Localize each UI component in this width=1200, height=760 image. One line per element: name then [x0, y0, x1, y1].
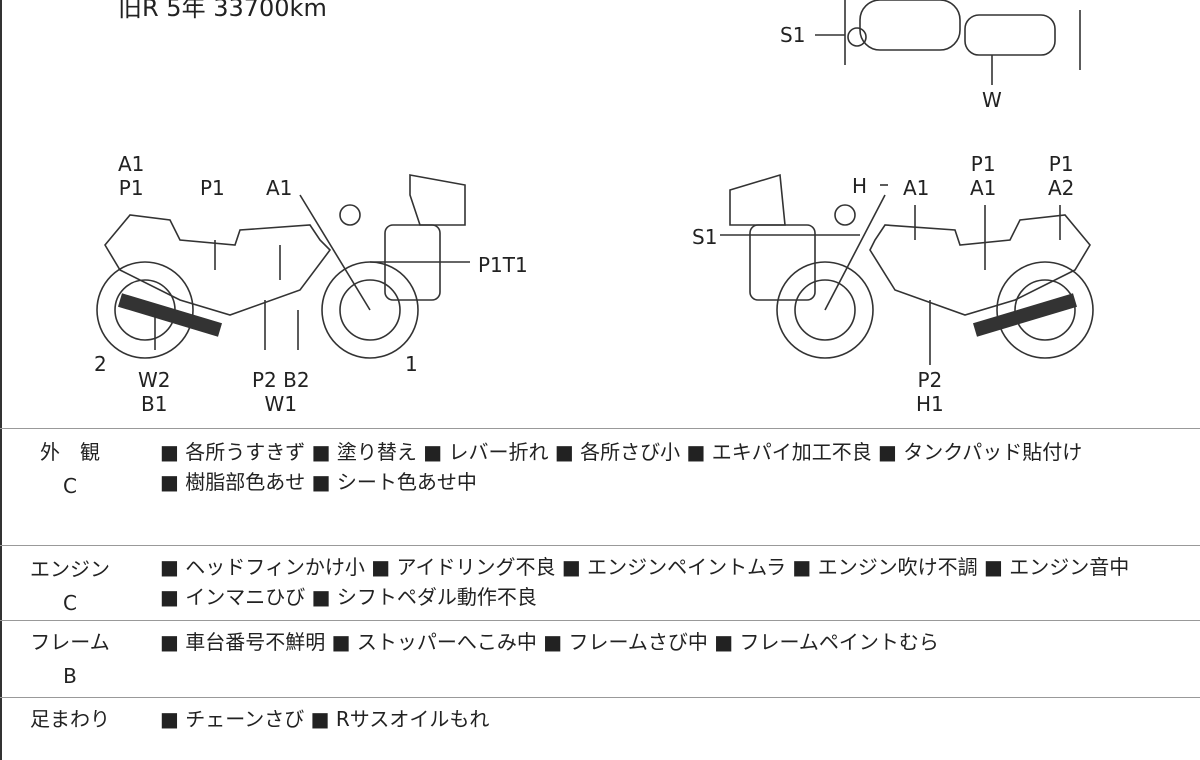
damage-label: A1 [266, 176, 293, 200]
damage-label: P2 B2 W1 [252, 368, 310, 416]
issue-line: ■ 車台番号不鮮明 ■ ストッパーへこみ中 ■ フレームさび中 ■ フレームペイ… [160, 630, 939, 654]
issue-line: ■ チェーンさび ■ Rサスオイルもれ [160, 707, 490, 731]
section-suspension: 足まわり ■ チェーンさび ■ Rサスオイルもれ [0, 697, 1200, 738]
damage-label: S1 [692, 225, 718, 249]
section-exterior: 外 観 C ■ 各所うすきず ■ 塗り替え ■ レバー折れ ■ 各所さび小 ■ … [0, 428, 1200, 546]
section-grade: C [63, 474, 77, 498]
damage-label: P1T1 [478, 253, 528, 277]
left-view-motorcycle [96, 174, 470, 359]
section-name: エンジン [30, 557, 110, 581]
damage-label: 1 [405, 352, 418, 376]
damage-label: H [852, 174, 868, 198]
issue-line: ■ ヘッドフィンかけ小 ■ アイドリング不良 ■ エンジンペイントムラ ■ エン… [160, 555, 1130, 579]
section-name: 外 観 [40, 440, 100, 464]
damage-label: A1 [903, 176, 930, 200]
label-w-top: W [982, 88, 1002, 112]
section-engine: エンジン C ■ ヘッドフィンかけ小 ■ アイドリング不良 ■ エンジンペイント… [0, 545, 1200, 621]
damage-label: P1 A1 [970, 152, 997, 200]
top-view-motorcycle [815, 0, 1081, 85]
issue-line: ■ 各所うすきず ■ 塗り替え ■ レバー折れ ■ 各所さび小 ■ エキパイ加工… [160, 440, 1083, 464]
issue-line: ■ 樹脂部色あせ ■ シート色あせ中 [160, 470, 477, 494]
section-grade: B [63, 664, 77, 688]
label-s1-top: S1 [780, 23, 806, 47]
section-frame: フレーム B ■ 車台番号不鮮明 ■ ストッパーへこみ中 ■ フレームさび中 ■… [0, 620, 1200, 696]
damage-label: W2 B1 [138, 368, 171, 416]
section-name: フレーム [30, 630, 110, 654]
damage-label: P1 [200, 176, 225, 200]
damage-label: P1 A2 [1048, 152, 1075, 200]
damage-label: 2 [94, 352, 107, 376]
right-view-motorcycle [720, 173, 1094, 365]
issue-line: ■ インマニひび ■ シフトペダル動作不良 [160, 585, 537, 609]
damage-label: A1 P1 [118, 152, 145, 200]
section-name: 足まわり [30, 707, 110, 731]
vehicle-summary: 旧R 5年 33700km [118, 0, 327, 22]
motorcycle-diagrams [96, 0, 1094, 365]
damage-label: P2 H1 [916, 368, 944, 416]
section-grade: C [63, 591, 77, 615]
